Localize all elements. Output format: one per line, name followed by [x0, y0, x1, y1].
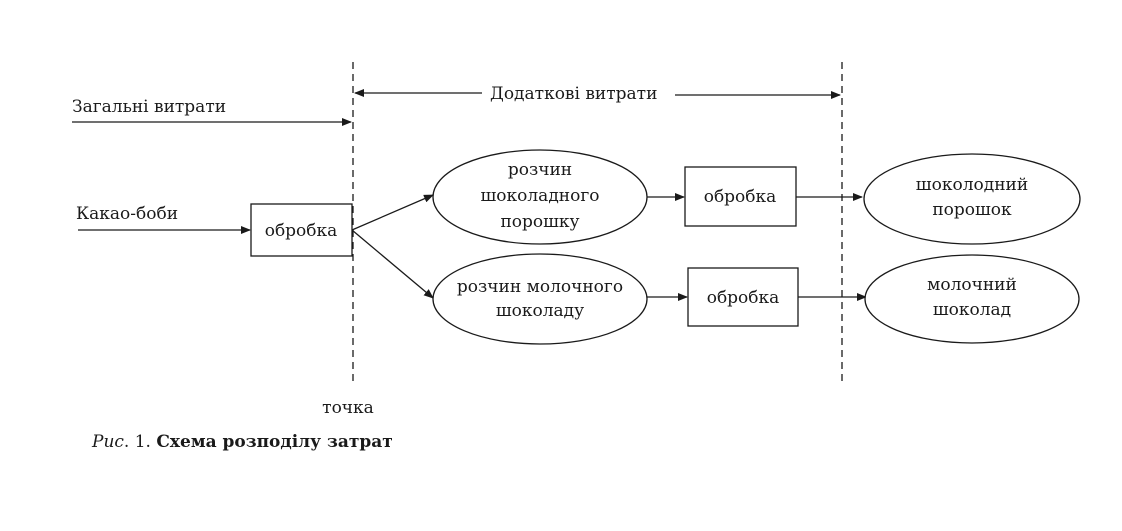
product-milk-node: молочний шоколад [864, 254, 1080, 344]
split-arrow-milk [351, 229, 434, 299]
caption-prefix: Рис [92, 432, 124, 452]
product-milk-line-2: шоколад [933, 300, 1011, 320]
process-main-node: обробка [250, 203, 353, 257]
solution-milk-node: розчин молочного шоколаду [432, 253, 648, 345]
solution-milk-line-1: розчин молочного [457, 277, 623, 297]
cocoa-beans-label: Какао-боби [76, 204, 178, 224]
additional-costs-label: Додаткові витрати [490, 84, 657, 104]
product-milk-line-1: молочний [927, 275, 1017, 295]
solution-powder-node: розчин шоколадного порошку [432, 149, 648, 245]
split-arrow-powder [351, 194, 434, 231]
split-point-label: точка [322, 398, 374, 418]
product-powder-line-2: порошок [932, 200, 1012, 220]
process-milk-node: обробка [687, 267, 799, 327]
caption-number: . 1. [123, 432, 157, 452]
product-powder-node: шоколодний порошок [863, 153, 1081, 245]
solution-powder-line-1: розчин [508, 160, 572, 180]
caption-title: Схема розподілу затрат [156, 432, 393, 452]
process-powder-node: обробка [684, 166, 797, 227]
process-powder-label: обробка [704, 187, 777, 207]
process-main-label: обробка [265, 221, 338, 241]
solution-powder-line-3: порошку [500, 212, 579, 232]
figure-caption: Рис. 1. Схема розподілу затрат [92, 432, 393, 452]
solution-powder-line-2: шоколадного [480, 186, 599, 206]
total-costs-label: Загальні витрати [72, 97, 226, 117]
product-powder-line-1: шоколодний [916, 175, 1028, 195]
process-milk-label: обробка [707, 288, 780, 308]
solution-milk-line-2: шоколаду [496, 301, 584, 321]
